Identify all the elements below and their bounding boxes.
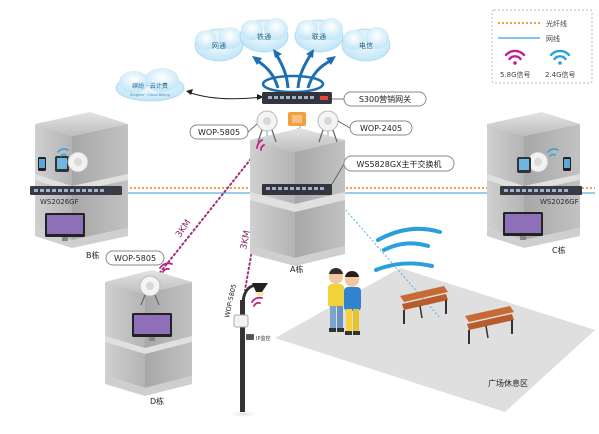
wifi-5g-icon bbox=[504, 49, 526, 65]
wifi-24g-icon bbox=[547, 148, 559, 157]
lamp-tag-label: IP监控 bbox=[256, 335, 271, 342]
core-switch-device bbox=[262, 184, 332, 195]
gateway-callout: S300营销网关 bbox=[332, 91, 427, 107]
gateway-label: S300营销网关 bbox=[359, 94, 411, 104]
core-switch-callout: WS5828GX主干交换机 bbox=[331, 155, 455, 185]
wifi-5g-icon bbox=[256, 139, 265, 151]
operator-clouds: 网通 铁通 联通 电信 bbox=[194, 18, 391, 62]
legend-24g-label: 2.4G信号 bbox=[545, 70, 576, 79]
legend-fiber-label: 光纤线 bbox=[546, 19, 567, 28]
distance-label-a-lamp: 3KM bbox=[239, 230, 253, 251]
bench-icon bbox=[400, 286, 448, 324]
building-b-label: B栋 bbox=[86, 250, 100, 260]
core-switch-label: WS5828GX主干交换机 bbox=[356, 159, 441, 169]
switch-c-label: WS2026GF bbox=[540, 198, 579, 206]
ap-lamp-label: WOP-5805 bbox=[223, 283, 238, 318]
wifi-24g-icon bbox=[549, 49, 571, 65]
building-c-devices: WS2026GF bbox=[500, 148, 582, 240]
cloud-railcom-label: 铁通 bbox=[257, 32, 271, 41]
ap-d-label: WOP-5805 bbox=[114, 254, 156, 263]
building-d-label: D栋 bbox=[150, 396, 164, 406]
ap-left-label: WOP-5805 bbox=[198, 128, 240, 137]
legend: 光纤线 网线 5.8G信号 2.4G信号 bbox=[491, 9, 593, 84]
ap-left-device bbox=[256, 110, 278, 151]
billing-cloud-subtitle: Bingfen · Cloud Billing bbox=[130, 93, 170, 97]
building-a-label: A栋 bbox=[290, 264, 303, 274]
cloud-telecom-label: 电信 bbox=[359, 41, 373, 50]
cloud-netcom: 网通 bbox=[194, 27, 244, 62]
router-icon bbox=[262, 92, 332, 104]
plaza-wifi-signal bbox=[374, 226, 442, 272]
ap-right-callout: WOP-2405 bbox=[337, 120, 413, 136]
camera-icon bbox=[246, 334, 254, 340]
bench-icon bbox=[465, 306, 514, 344]
building-c-label: C栋 bbox=[552, 245, 566, 255]
cloud-unicom: 联通 bbox=[294, 18, 344, 53]
gateway-device bbox=[262, 92, 332, 104]
wireless-link-a-d bbox=[149, 144, 263, 286]
cloud-unicom-label: 联通 bbox=[312, 32, 326, 41]
building-b: B栋 bbox=[35, 112, 128, 260]
legend-network-label: 网线 bbox=[546, 34, 560, 43]
switch-b-label: WS2026GF bbox=[40, 198, 79, 206]
cloud-telecom: 电信 bbox=[341, 27, 391, 62]
billing-cloud-title: 缤纷 · 云计费 bbox=[132, 82, 168, 90]
plaza-label: 广场休息区 bbox=[488, 378, 528, 388]
wifi-24g-icon bbox=[57, 148, 69, 157]
legend-5g-label: 5.8G信号 bbox=[500, 70, 531, 79]
building-d-devices bbox=[132, 262, 173, 341]
outdoor-ap-icon bbox=[233, 314, 249, 328]
distance-label-a-d: 3KM bbox=[174, 218, 193, 240]
ap-right-label: WOP-2405 bbox=[360, 124, 402, 133]
building-a: A栋 bbox=[250, 128, 345, 274]
building-b-devices: WS2026GF bbox=[30, 148, 122, 241]
ap-left-callout: WOP-5805 bbox=[189, 123, 258, 140]
wifi-5g-icon bbox=[159, 262, 173, 273]
street-lamp: IP监控 WOP-5805 bbox=[223, 283, 271, 418]
lamp-pole bbox=[240, 300, 245, 412]
cloud-railcom: 铁通 bbox=[239, 18, 289, 53]
internet-uplink-arrows bbox=[252, 49, 336, 94]
wifi-5g-icon bbox=[251, 296, 263, 307]
cloud-billing: 缤纷 · 云计费 Bingfen · Cloud Billing bbox=[115, 68, 185, 102]
billing-link-arrow bbox=[186, 89, 264, 100]
people-icon bbox=[328, 268, 361, 335]
cloud-netcom-label: 网通 bbox=[212, 41, 226, 50]
ap-d-callout: WOP-5805 bbox=[105, 250, 165, 266]
